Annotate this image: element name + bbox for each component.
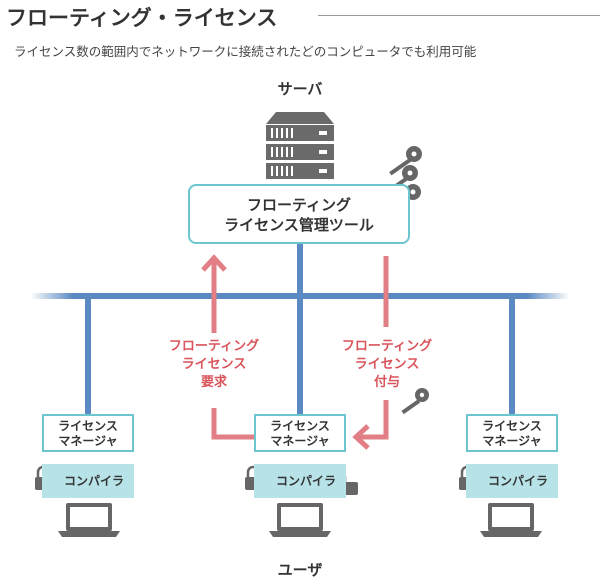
license-manager-box: ライセンス マネージャ (466, 414, 558, 452)
request-arrow (201, 254, 254, 440)
laptop-icon (58, 503, 120, 537)
tool-line-2: ライセンス管理ツール (224, 216, 374, 234)
compiler-box: コンパイラ (466, 464, 558, 498)
compiler-box: コンパイラ (42, 464, 134, 498)
server-icon (266, 112, 334, 179)
manager-label-line: マネージャ (482, 434, 542, 448)
manager-label-line: ライセンス (58, 419, 118, 433)
license-manager-box: ライセンス マネージャ (254, 414, 346, 452)
grant-label-line: ライセンス (354, 357, 420, 372)
network-drop-server (297, 244, 303, 414)
laptop-icon (269, 503, 331, 537)
page-subtitle: ライセンス数の範囲内でネットワークに接続されたどのコンピュータでも利用可能 (14, 44, 477, 59)
request-label-line: ライセンス (181, 357, 247, 372)
laptop-icon (480, 503, 542, 537)
users-label: ユーザ (277, 561, 323, 579)
request-label-line: 要求 (200, 375, 227, 390)
page-title: フローティング・ライセンス (6, 6, 278, 30)
tool-line-1: フローティング (246, 196, 352, 214)
manager-label-line: マネージャ (270, 434, 330, 448)
grant-label: フローティング ライセンス 付与 (327, 338, 447, 392)
grant-label-line: フローティング (341, 339, 433, 354)
title-divider (318, 15, 600, 16)
network-drop-left (85, 296, 91, 414)
key-icon (389, 146, 422, 176)
request-label-line: フローティング (168, 339, 260, 354)
manager-label-line: ライセンス (270, 419, 330, 433)
request-label: フローティング ライセンス 要求 (154, 338, 274, 392)
compiler-box: コンパイラ (254, 464, 346, 498)
manager-label-line: ライセンス (482, 419, 542, 433)
server-label: サーバ (277, 80, 323, 98)
grant-arrow (352, 256, 389, 450)
license-manager-box: ライセンス マネージャ (42, 414, 134, 452)
manager-label-line: マネージャ (58, 434, 118, 448)
network-drop-right (509, 296, 515, 414)
grant-label-line: 付与 (373, 375, 400, 390)
license-management-tool: フローティング ライセンス管理ツール (188, 184, 410, 244)
key-icon (401, 388, 429, 415)
